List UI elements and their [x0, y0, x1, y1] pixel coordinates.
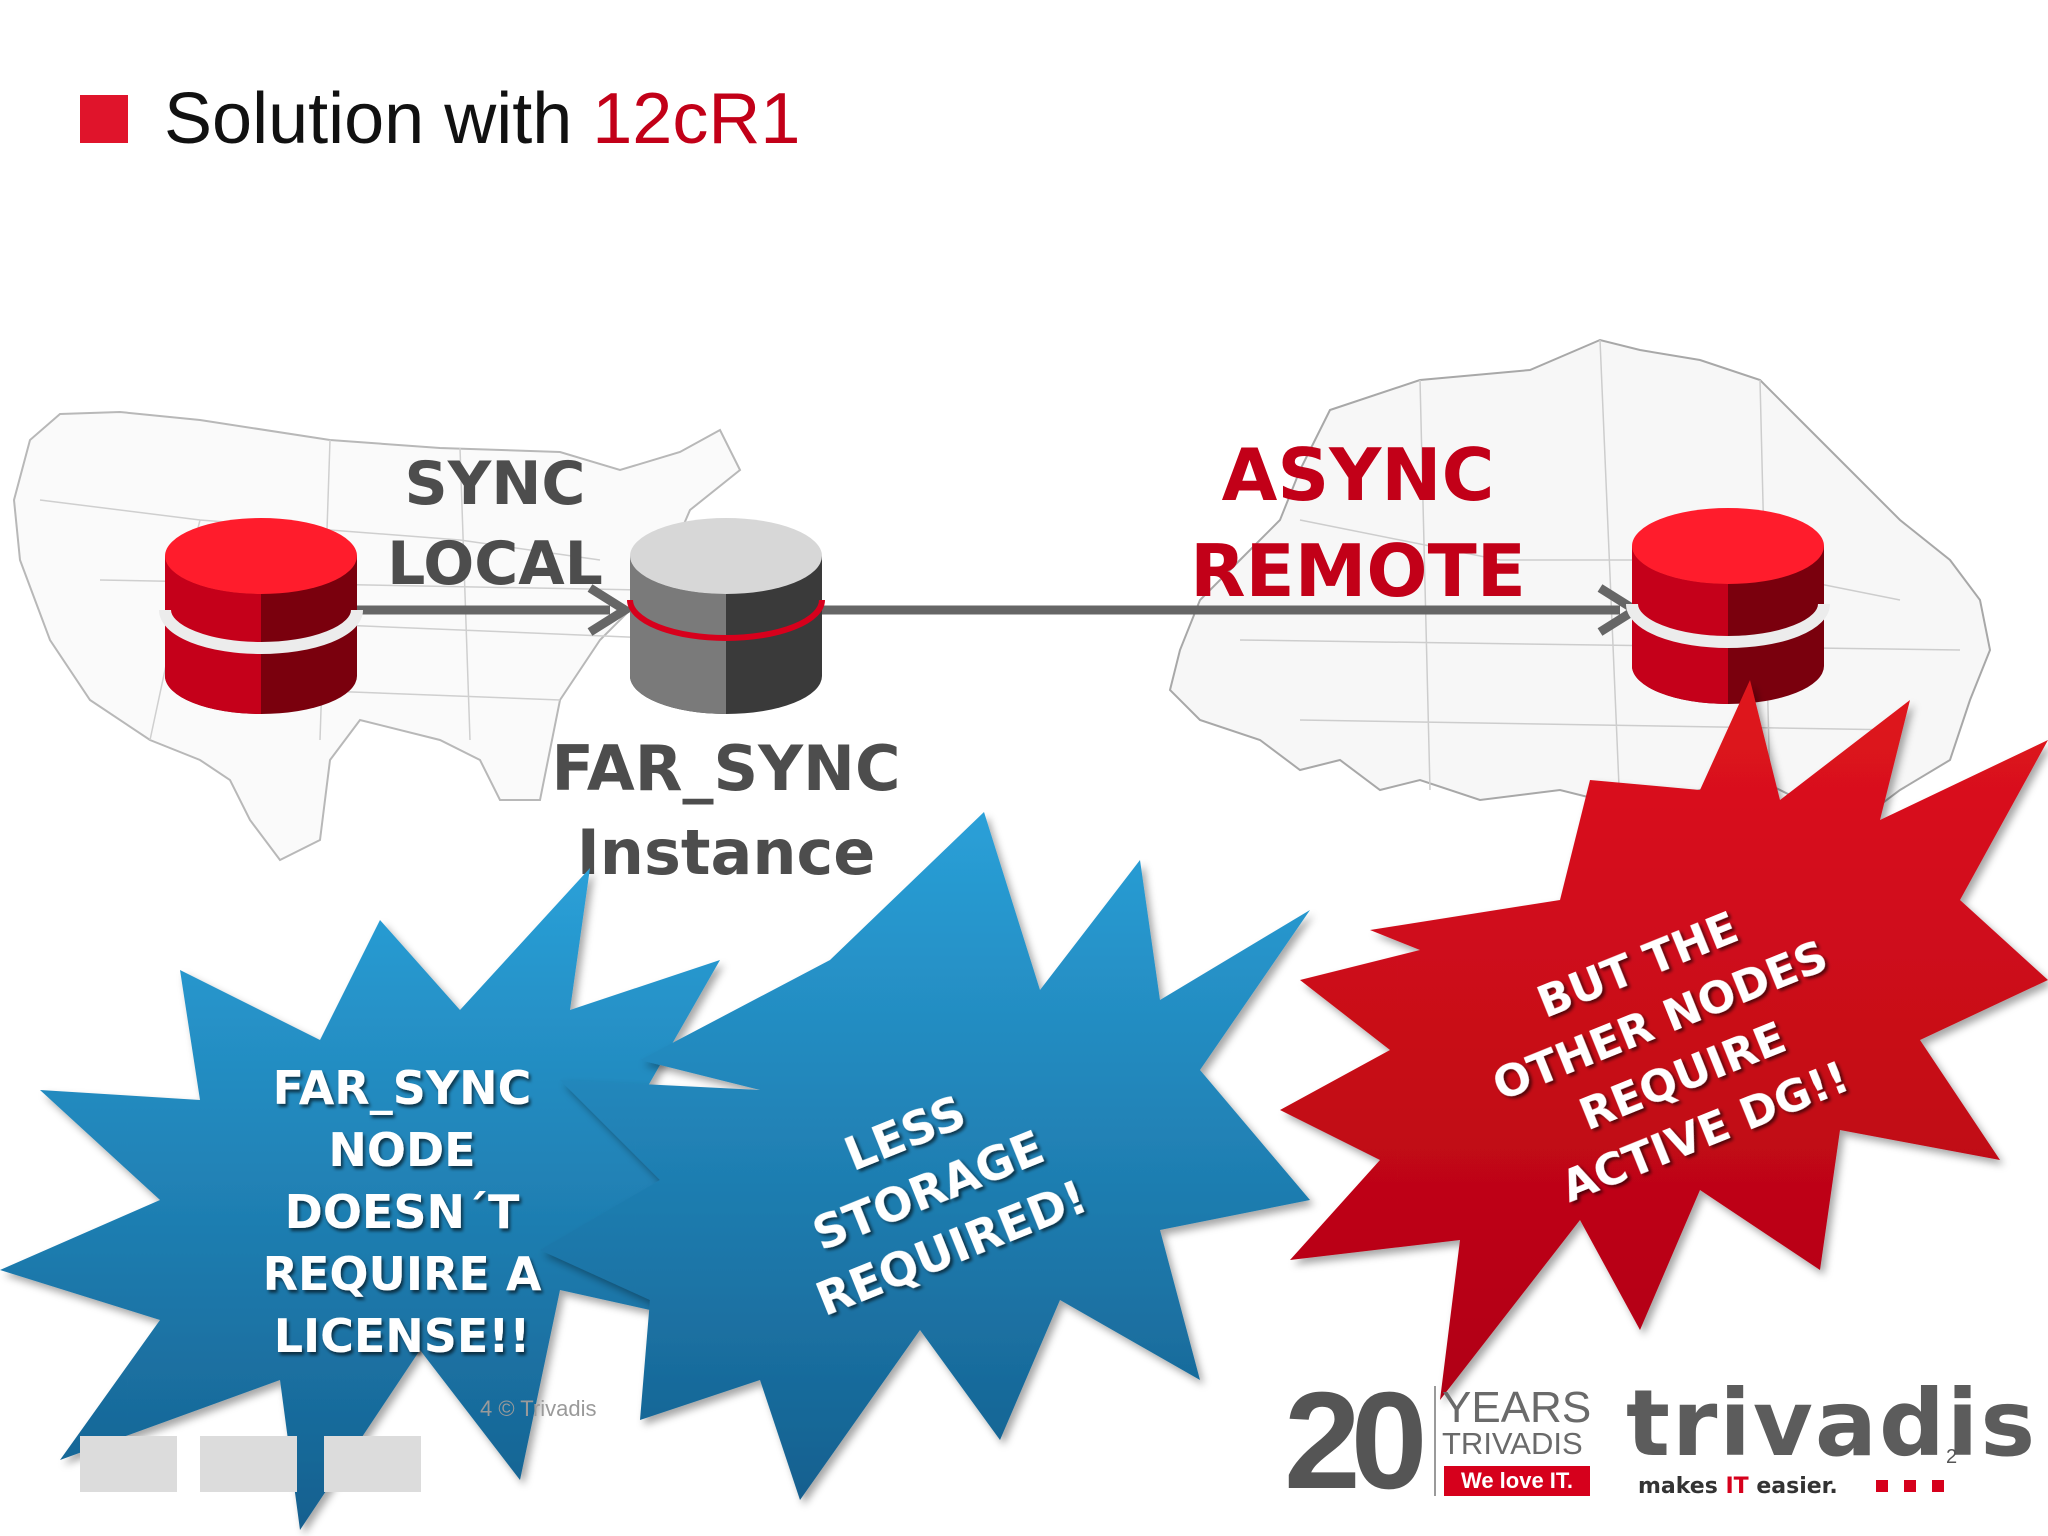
footer-decor-block — [80, 1436, 177, 1492]
logo-part-2: vadis — [1752, 1370, 2038, 1477]
title-bullet-icon — [80, 95, 128, 143]
logo-part-1: tri — [1626, 1370, 1753, 1477]
primary-database-icon — [159, 518, 363, 714]
trivadis-slogan: makes IT easier. — [1638, 1474, 1838, 1499]
title-prefix: Solution with — [164, 79, 573, 159]
remote-database-icon — [1626, 508, 1830, 704]
trivadis-logo: trivadis — [1626, 1378, 2037, 1470]
title-text: Solution with 12cR1 — [164, 78, 800, 160]
far-sync-name: FAR_SYNC — [552, 732, 901, 805]
logo-dots — [1876, 1480, 1944, 1492]
remote-label: REMOTE — [1190, 529, 1526, 613]
slogan-part-2: IT — [1725, 1474, 1749, 1499]
anniversary-company: TRIVADIS — [1442, 1426, 1583, 1461]
local-label: LOCAL — [387, 529, 603, 599]
slide-title: Solution with 12cR1 — [80, 78, 800, 160]
sync-local-label: SYNC LOCAL — [387, 449, 603, 599]
license-line-3: DOESN´T — [285, 1185, 520, 1239]
anniversary-divider — [1434, 1386, 1436, 1496]
far-sync-label: FAR_SYNC Instance — [552, 732, 901, 889]
footer-decor-block — [200, 1436, 297, 1492]
far-sync-database-icon — [627, 518, 825, 714]
sync-arrow — [355, 584, 634, 636]
active-dg-burst — [1280, 680, 2048, 1400]
license-line-2: NODE — [328, 1123, 475, 1177]
far-sync-instance: Instance — [577, 816, 876, 889]
slogan-part-1: makes — [1638, 1474, 1726, 1499]
anniversary-tagline: We love IT. — [1444, 1466, 1590, 1496]
slogan-part-3: easier. — [1748, 1474, 1838, 1499]
footer-copyright: 4 © Trivadis — [480, 1396, 597, 1421]
storage-burst — [540, 812, 1310, 1500]
page-number: 2 — [1946, 1446, 1958, 1468]
license-line-4: REQUIRE A — [263, 1247, 542, 1301]
sync-label: SYNC — [405, 449, 586, 519]
license-burst — [0, 868, 790, 1530]
async-label: ASYNC — [1222, 433, 1495, 517]
license-line-1: FAR_SYNC — [273, 1061, 532, 1115]
license-line-5: LICENSE!! — [274, 1309, 531, 1363]
title-accent: 12cR1 — [592, 79, 801, 159]
footer-decor-block — [324, 1436, 421, 1492]
async-remote-label: ASYNC REMOTE — [1190, 433, 1526, 613]
anniversary-years: YEARS — [1442, 1383, 1592, 1432]
license-burst-text: FAR_SYNC NODE DOESN´T REQUIRE A LICENSE!… — [263, 1061, 542, 1363]
anniversary-number: 20 — [1284, 1364, 1427, 1518]
